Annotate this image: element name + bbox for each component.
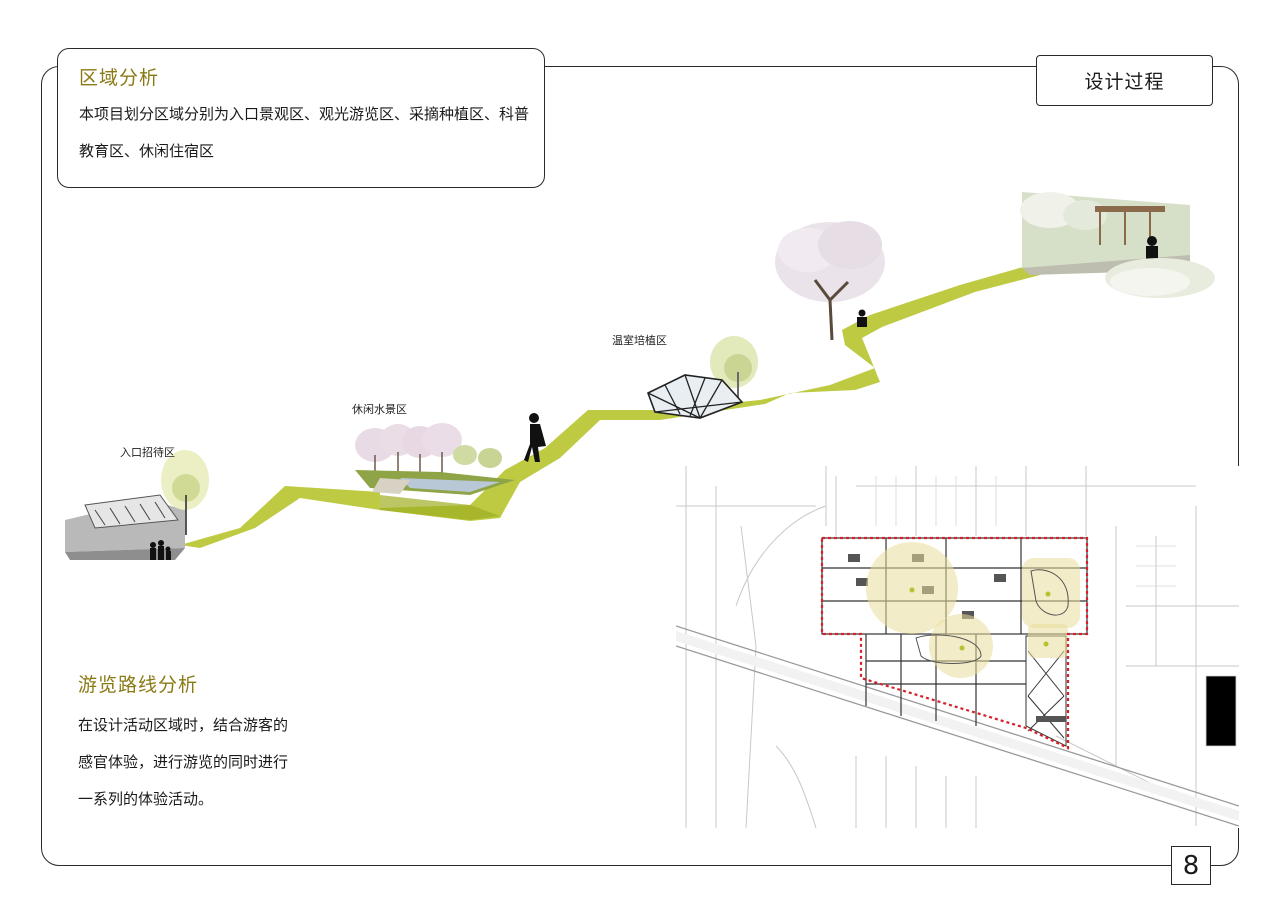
route-analysis-line-1: 在设计活动区域时，结合游客的 <box>78 716 289 734</box>
journey-illustration: 入口招待区 休闲水景区 温室培植区 <box>65 192 1215 560</box>
route-analysis-line-3: 一系列的体验活动。 <box>78 790 214 808</box>
route-analysis-line-2: 感官体验，进行游览的同时进行 <box>78 753 289 771</box>
blossom-tree <box>775 221 885 341</box>
walking-person <box>524 413 546 462</box>
zone-label-waterscape: 休闲水景区 <box>352 402 407 416</box>
route-analysis-title: 游览路线分析 <box>78 674 199 696</box>
entrance-building <box>65 450 209 560</box>
page-number: 8 <box>1171 846 1211 885</box>
zone-label-greenhouse: 温室培植区 <box>612 333 667 347</box>
site-boundary <box>820 536 1089 750</box>
region-analysis-box: 区域分析 本项目划分区域分别为入口景观区、观光游览区、采摘种植区、科普教育区、休… <box>57 48 545 188</box>
orchard-scene <box>1020 192 1215 298</box>
route-analysis: 游览路线分析 在设计活动区域时，结合游客的 感官体验，进行游览的同时进行 一系列… <box>78 670 398 818</box>
section-tag: 设计过程 <box>1036 55 1213 106</box>
route-path <box>180 265 1050 548</box>
waterscape-trees <box>355 423 515 495</box>
activity-zone-3 <box>1022 558 1080 628</box>
activity-zone-4 <box>1028 624 1068 658</box>
greenhouse <box>646 336 758 419</box>
zone-label-entrance: 入口招待区 <box>120 445 175 459</box>
site-plan-map <box>676 466 1239 828</box>
region-analysis-title: 区域分析 <box>79 67 160 89</box>
region-analysis-text: 本项目划分区域分别为入口景观区、观光游览区、采摘种植区、科普教育区、休闲住宿区 <box>79 105 530 160</box>
